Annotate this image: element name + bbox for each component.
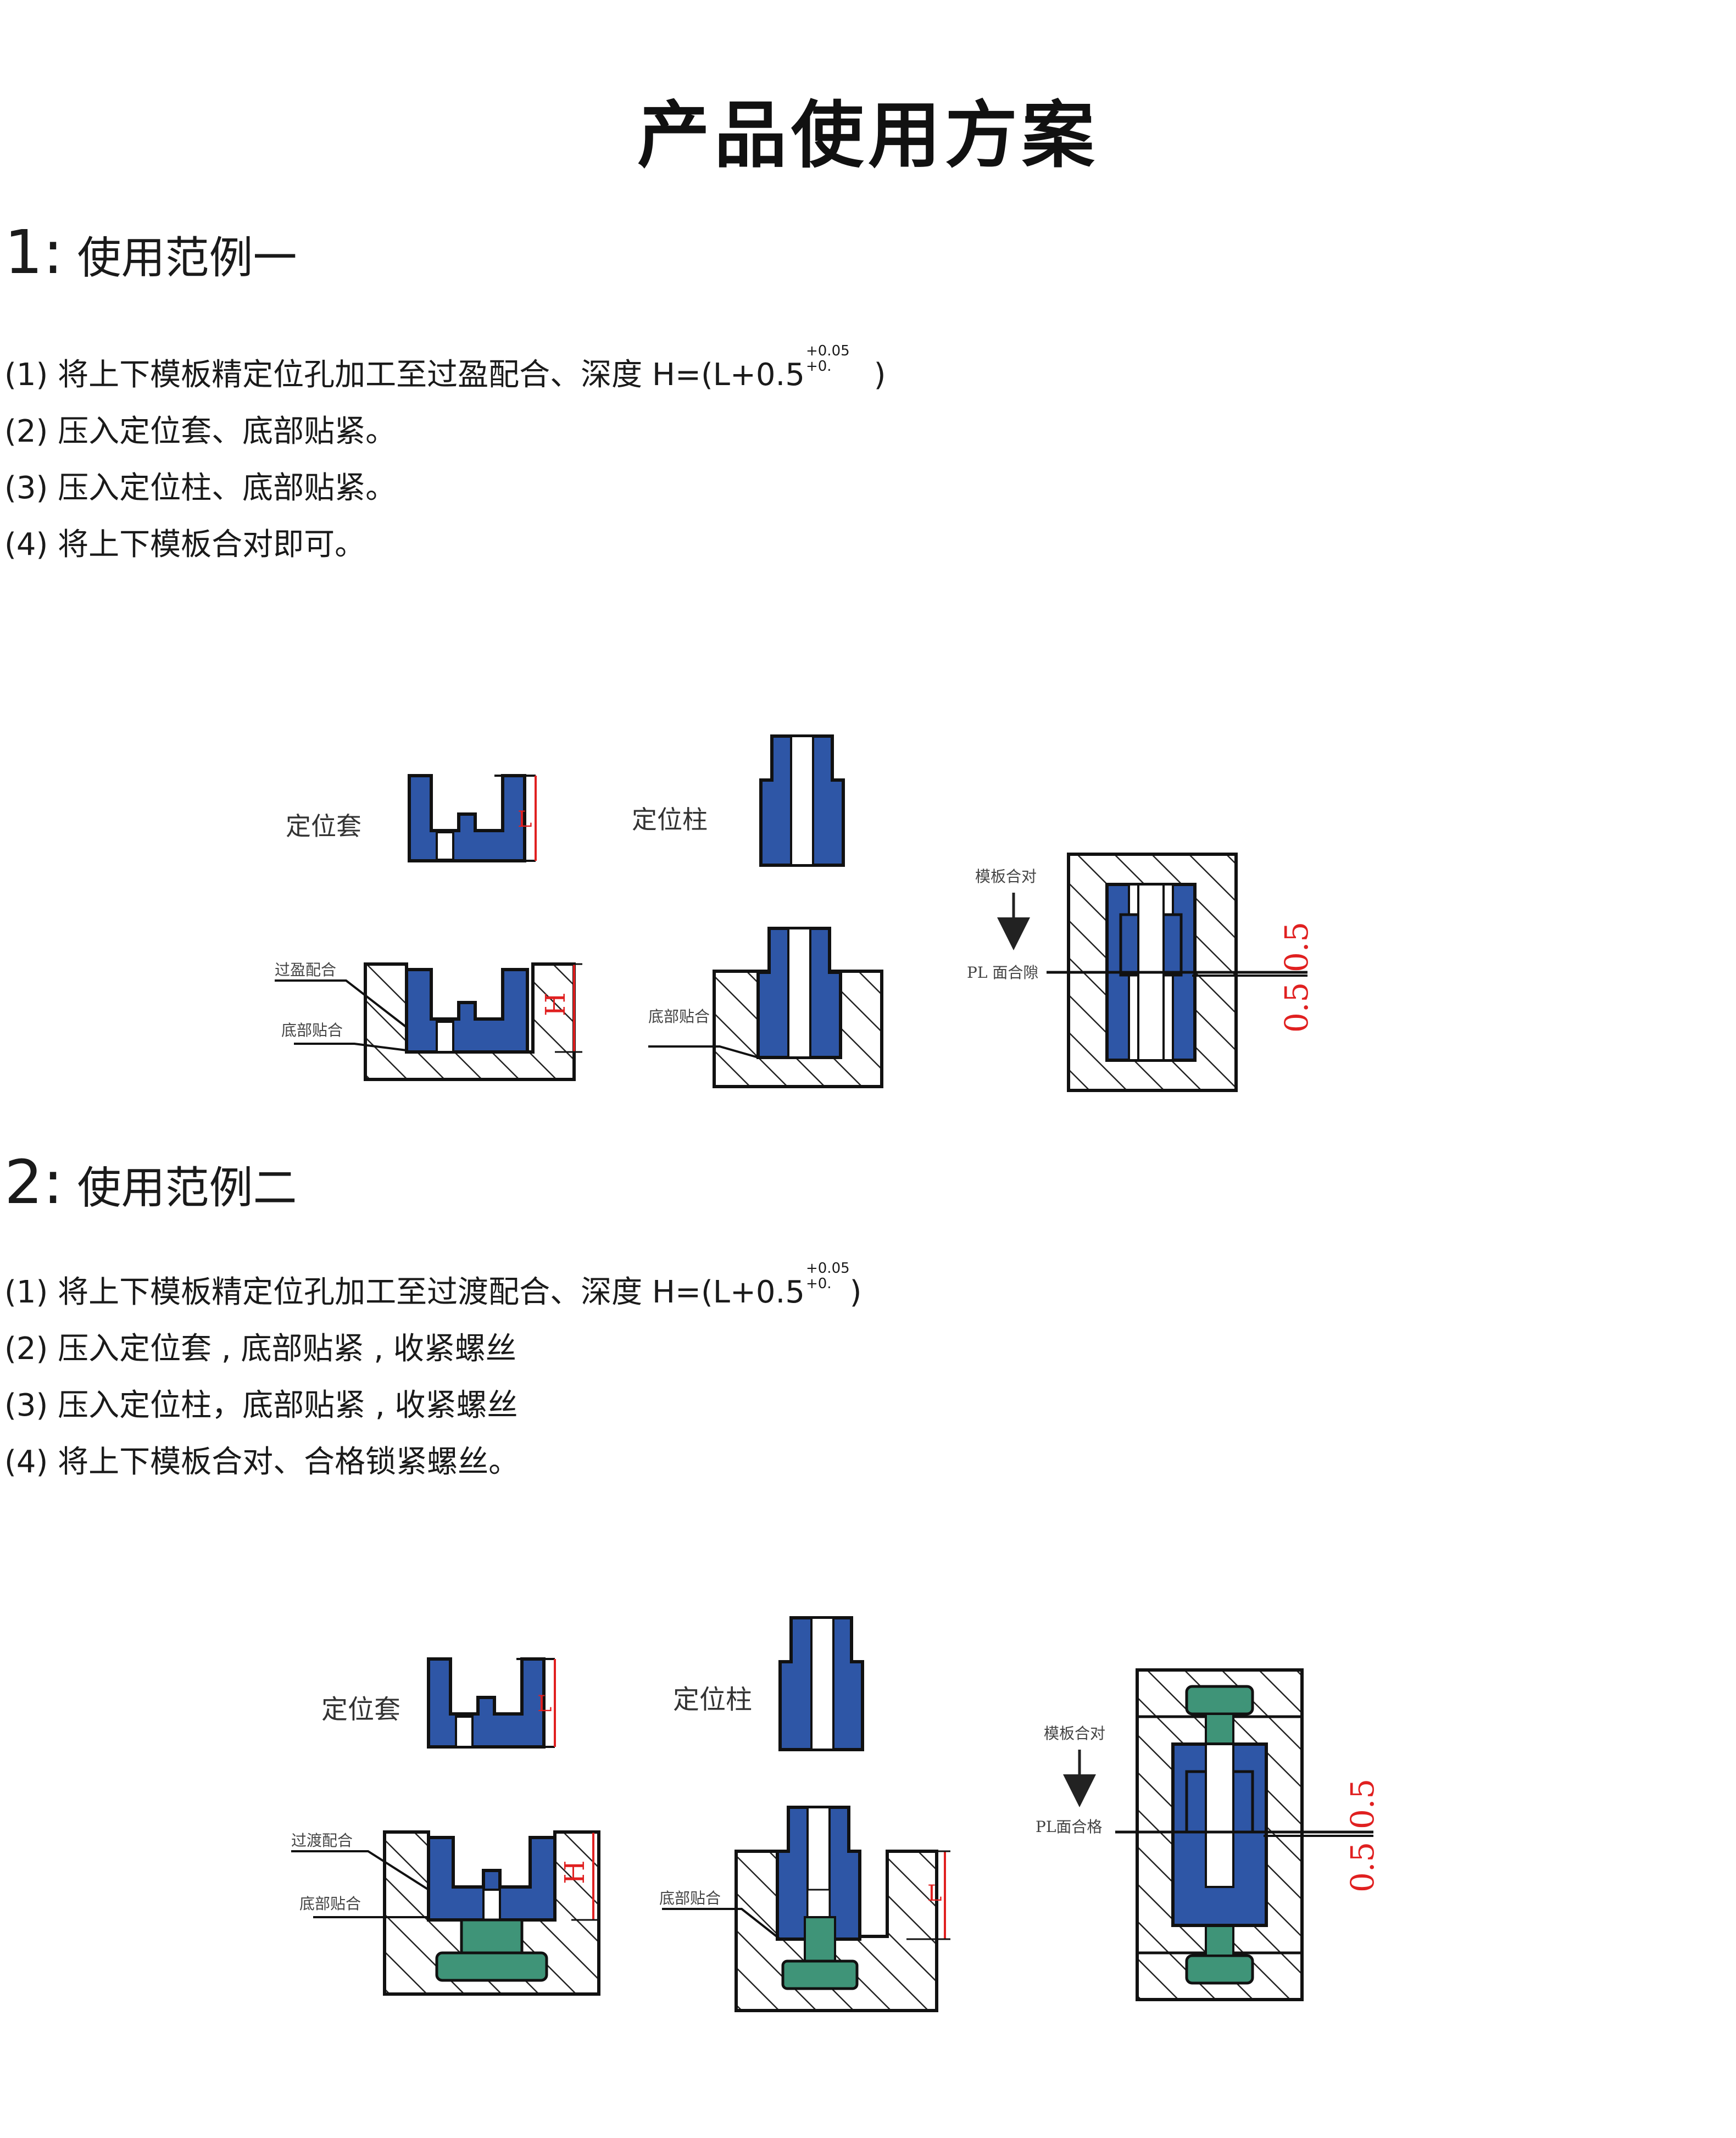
sleeve-shape [408,774,526,862]
s1-pillar-diagram: 定位柱 [632,734,845,867]
s1-interference-label: 过盈配合 [275,961,336,979]
s1-dim-L: L [518,807,532,832]
section1-number: 1: [4,217,64,287]
s2-dim-L-2: L [927,1881,942,1906]
s2-transition-label: 过渡配合 [291,1831,353,1850]
section1-step-2: (2) 压入定位套、底部贴紧。 [4,414,397,449]
section1-step-3: (3) 压入定位柱、底部贴紧。 [4,470,397,506]
s2-dim-gap: 0.5 [1344,1842,1381,1892]
s1-dim-gap-2: 0.5 [1278,922,1315,972]
s1-sleeve-label: 定位套 [286,811,361,841]
s1-bottom-label-2: 底部贴合 [648,1007,710,1026]
section2-heading: 2: 使用范例二 [4,1147,297,1217]
s2-pillar-inserted: L 底部贴合 [659,1806,950,2012]
tolerance: +0.05+0. [805,1260,850,1292]
s2-pillar-diagram: 定位柱 [673,1616,864,1751]
s2-sleeve-label: 定位套 [321,1694,400,1725]
section1-steps: (1) 将上下模板精定位孔加工至过盈配合、深度 H=(L+0.5+0.05+0.… [4,343,886,573]
s2-bottom-label-1: 底部贴合 [299,1895,361,1913]
section2-steps: (1) 将上下模板精定位孔加工至过渡配合、深度 H=(L+0.5+0.05+0.… [4,1261,862,1490]
s1-pl-label: PL 面合隙 [967,964,1038,982]
s2-dim-L: L [537,1691,552,1717]
page-title: 产品使用方案 [637,93,1099,178]
s1-dim-H: H [539,992,571,1016]
s2-sleeve-inserted: H 过渡配合 底部贴合 [291,1830,600,1996]
s2-bottom-label-2: 底部贴合 [659,1889,721,1907]
section2-step-2: (2) 压入定位套 , 底部贴紧 , 收紧螺丝 [4,1331,516,1367]
section2-title: 使用范例二 [77,1162,297,1213]
section2-number: 2: [4,1147,64,1217]
s2-assembly: 模板合对 PL面合格 0.5 0.5 [1036,1668,1381,2001]
section1-step-4: (4) 将上下模板合对即可。 [4,527,366,563]
section1-title: 使用范例一 [77,232,297,283]
s1-mold-close-label: 模板合对 [975,867,1037,886]
s1-dim-gap: 0.5 [1278,982,1315,1033]
s2-mold-close-label: 模板合对 [1044,1724,1105,1742]
section1-heading: 1: 使用范例一 [4,217,297,287]
s1-pillar-inserted: 底部贴合 [648,927,883,1088]
s2-dim-gap-2: 0.5 [1344,1779,1381,1829]
s2-sleeve-diagram: 定位套 L [321,1657,556,1749]
s1-sleeve-inserted: H 过盈配合 底部贴合 [275,961,582,1081]
s1-bottom-label-1: 底部贴合 [281,1021,343,1039]
tolerance: +0.05+0. [805,343,850,375]
s1-sleeve-diagram: 定位套 L [286,774,537,862]
section2-step-4: (4) 将上下模板合对、合格锁紧螺丝。 [4,1444,520,1480]
section2-step-3: (3) 压入定位柱，底部贴紧 , 收紧螺丝 [4,1388,518,1423]
s1-assembly: 模板合对 PL 面合隙 0.5 0.5 [967,853,1315,1092]
s1-pillar-label: 定位柱 [632,805,708,834]
s2-pl-label: PL面合格 [1036,1818,1102,1836]
section2-step-1: (1) 将上下模板精定位孔加工至过渡配合、深度 H=(L+0.5+0.05+0.… [4,1260,862,1310]
s2-pillar-label: 定位柱 [673,1684,752,1715]
s2-dim-H: H [559,1860,591,1884]
section1-step-1: (1) 将上下模板精定位孔加工至过盈配合、深度 H=(L+0.5+0.05+0.… [4,343,886,393]
